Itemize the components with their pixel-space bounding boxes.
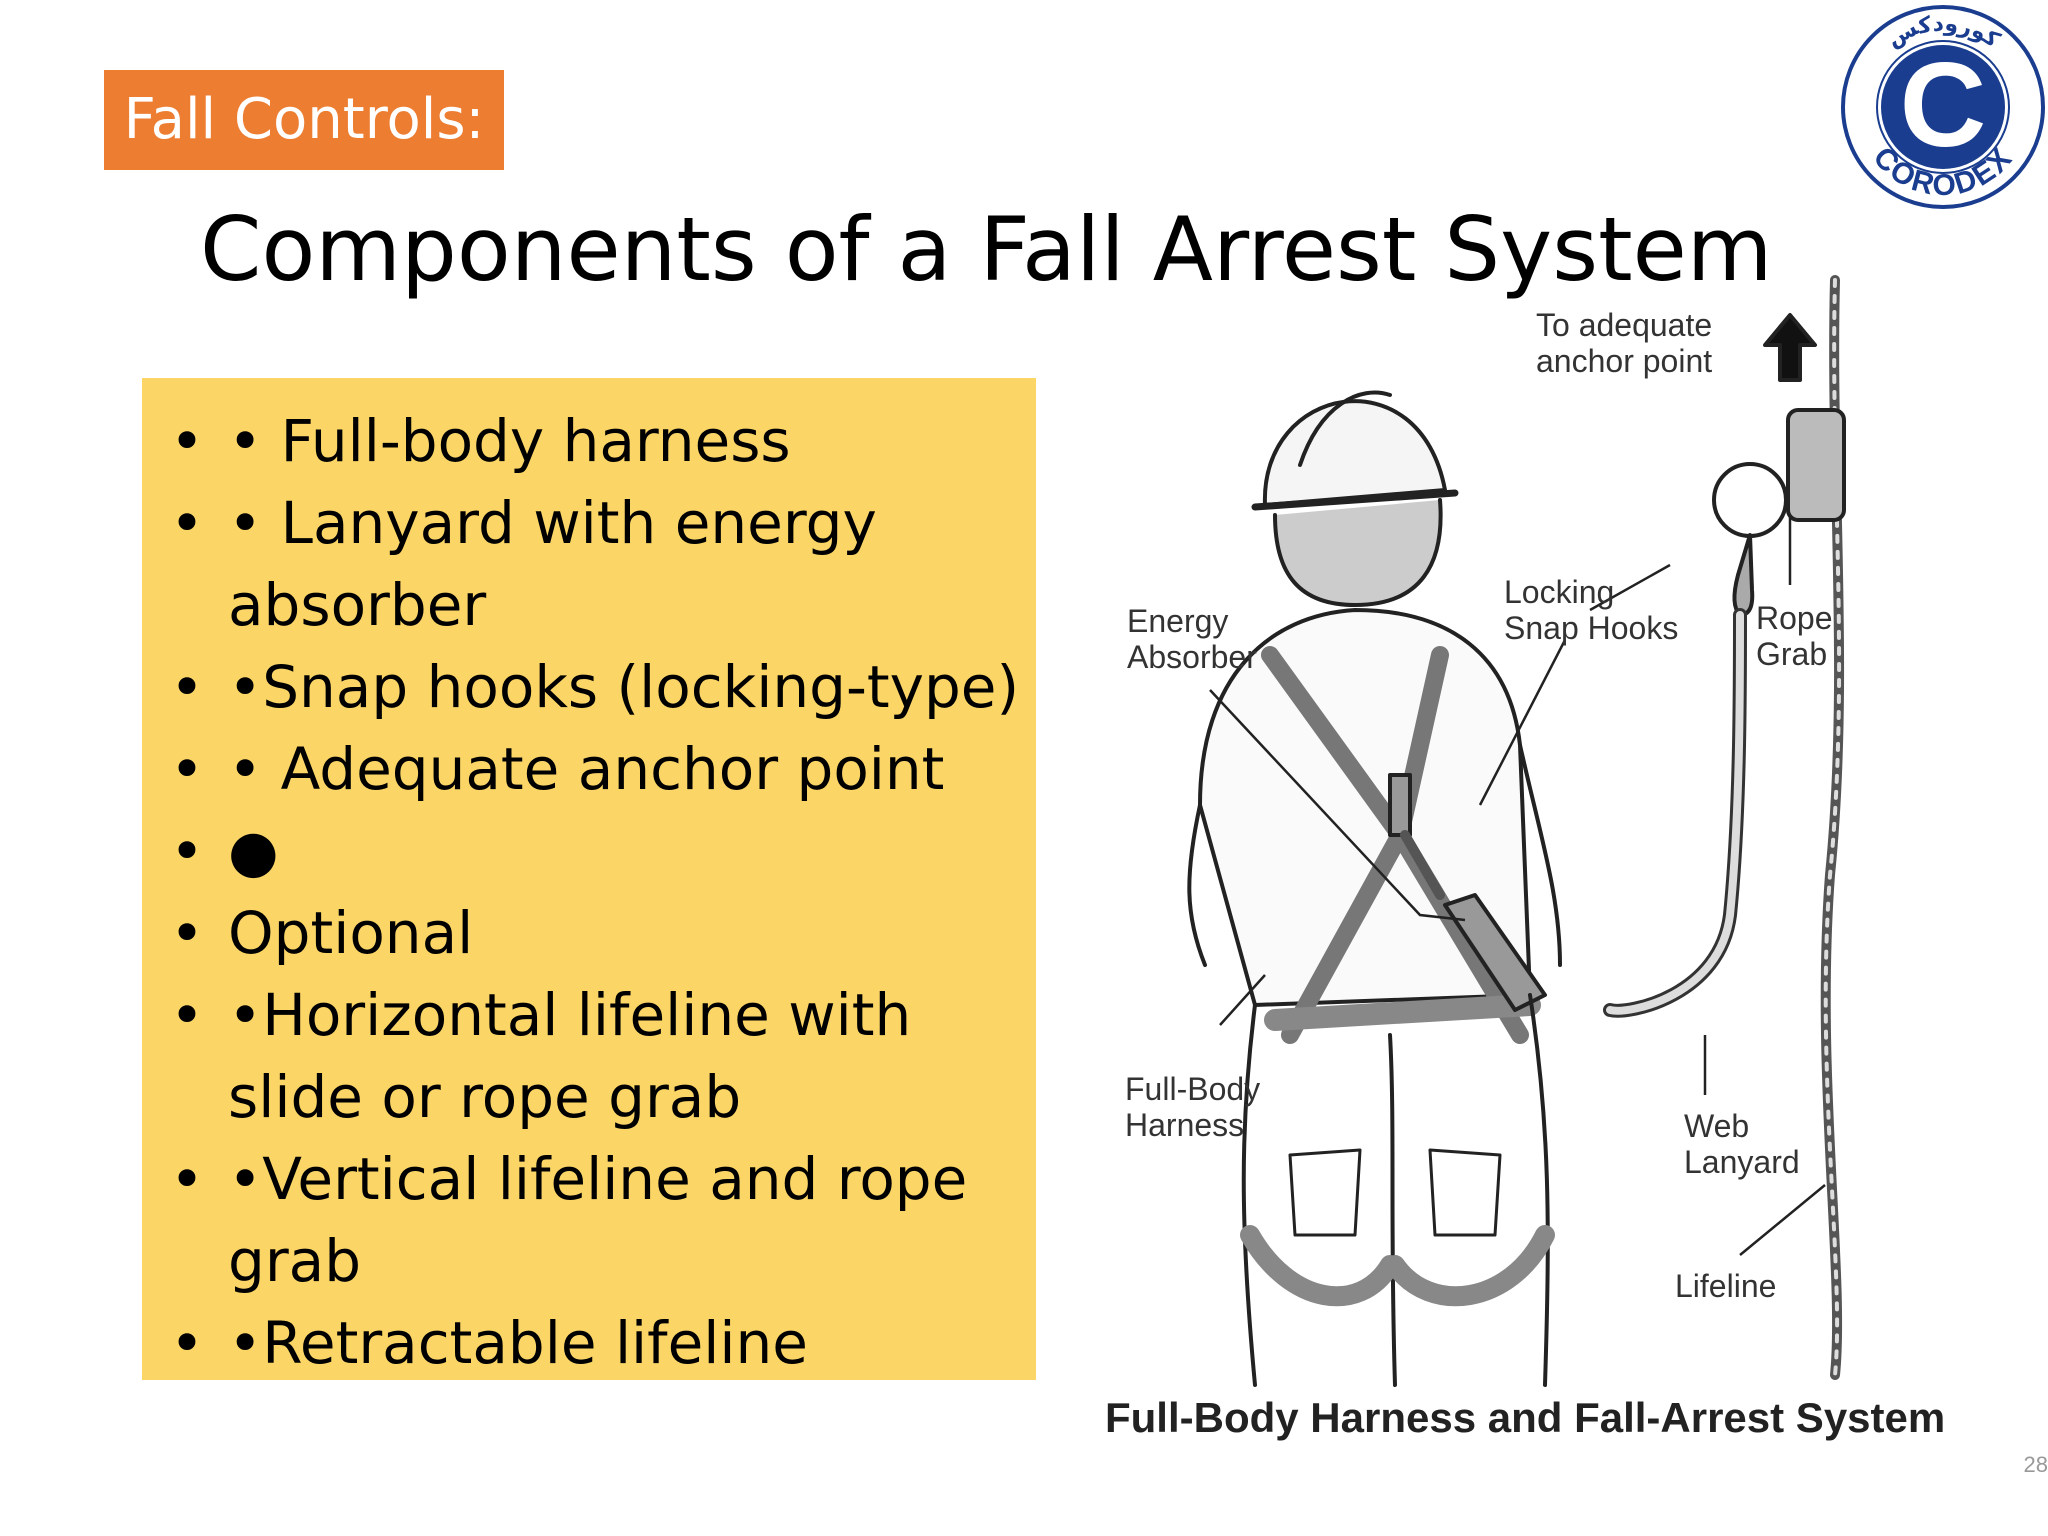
bullet-item: • • Adequate anchor point bbox=[162, 728, 1016, 810]
bullet-item: • •Retractable lifeline bbox=[162, 1302, 1016, 1384]
bullet-marker: • bbox=[169, 489, 205, 557]
bullet-item: •● bbox=[162, 810, 1016, 892]
bullet-text: slide or rope grab bbox=[228, 1063, 742, 1131]
bullet-marker: • bbox=[169, 981, 205, 1049]
harness-illustration bbox=[1187, 275, 1846, 1387]
bullet-text: Optional bbox=[228, 899, 474, 967]
bullet-text: • Full-body harness bbox=[228, 407, 791, 475]
bullet-text: •Retractable lifeline bbox=[228, 1309, 808, 1377]
bullet-list: • • Full-body harness • • Lanyard with ener… bbox=[162, 400, 1020, 1384]
bullet-text: absorber bbox=[228, 571, 487, 639]
bullet-item: • •Horizontal lifeline with slide or rope … bbox=[162, 974, 1016, 1138]
bullet-text: •Snap hooks (locking-type) bbox=[228, 653, 1020, 721]
slide-title: Components of a Fall Arrest System bbox=[200, 198, 1773, 301]
bullet-marker: • bbox=[169, 899, 205, 967]
bullet-text: • Lanyard with energy bbox=[228, 489, 877, 557]
bullet-text: • Adequate anchor point bbox=[228, 735, 945, 803]
section-tag: Fall Controls: bbox=[104, 70, 504, 170]
bullet-text: grab bbox=[228, 1227, 362, 1295]
bullet-marker: • bbox=[169, 1309, 205, 1377]
bullet-text: •Horizontal lifeline with bbox=[228, 981, 912, 1049]
corodex-logo: C CORODEX كورودكس bbox=[1841, 5, 2045, 209]
bullet-marker: • bbox=[169, 407, 205, 475]
bullet-marker: • bbox=[169, 653, 205, 721]
bullet-item: • •Snap hooks (locking-type) bbox=[162, 646, 1020, 728]
bullet-item: • • Lanyard with energy absorber bbox=[162, 482, 1016, 646]
bullet-item: • Optional bbox=[162, 892, 1016, 974]
bullet-box: • • Full-body harness • • Lanyard with ener… bbox=[142, 378, 1036, 1380]
bullet-text: •Vertical lifeline and rope bbox=[228, 1145, 968, 1213]
figure-caption: Full-Body Harness and Fall-Arrest System bbox=[1105, 1394, 1946, 1441]
bullet-item: • • Full-body harness bbox=[162, 400, 1016, 482]
logo-letter: C bbox=[1900, 38, 1987, 172]
callout-lifeline: Lifeline bbox=[1675, 1268, 1777, 1304]
bullet-text: ● bbox=[228, 817, 279, 885]
bullet-marker: • bbox=[169, 1145, 205, 1213]
bullet-item: • •Vertical lifeline and rope grab bbox=[162, 1138, 1016, 1302]
page-number: 28 bbox=[2023, 1452, 2048, 1477]
bullet-marker: • bbox=[169, 735, 205, 803]
bullet-marker: • bbox=[169, 817, 205, 885]
